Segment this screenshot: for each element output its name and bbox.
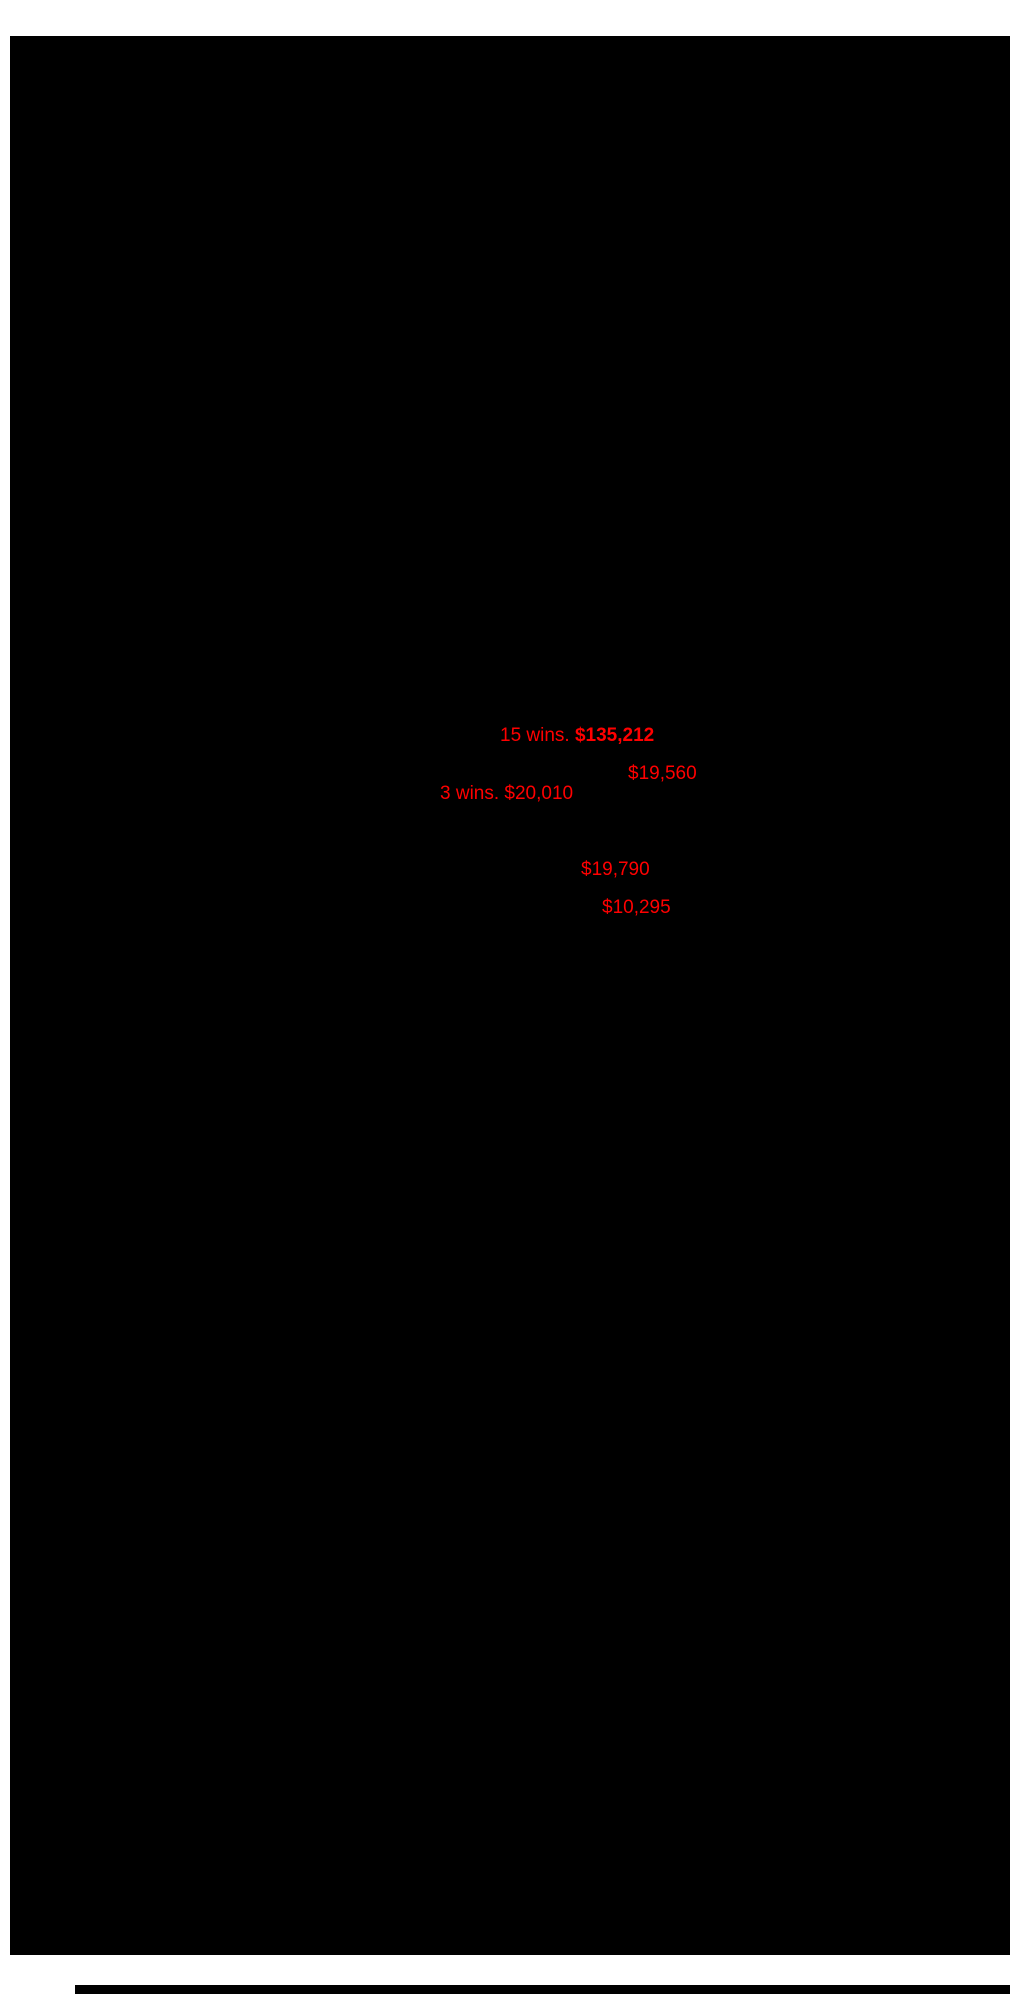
annotation-3-wins-earnings: 3 wins. $20,010 xyxy=(440,783,574,804)
annotation-wins-label: 15 wins. xyxy=(500,725,570,746)
annotation-earnings-amount: $135,212 xyxy=(574,725,655,746)
page-body: 15 wins. $135,212 $19,560 3 wins. $20,01… xyxy=(10,36,1010,1955)
annotation-15-wins-earnings: 15 wins. $135,212 xyxy=(500,726,654,746)
annotation-amount-19790: $19,790 xyxy=(581,859,650,880)
page-bottom-strip xyxy=(75,1985,1010,1994)
annotation-amount-19560: $19,560 xyxy=(628,763,697,784)
annotation-amount-10295: $10,295 xyxy=(602,897,671,918)
